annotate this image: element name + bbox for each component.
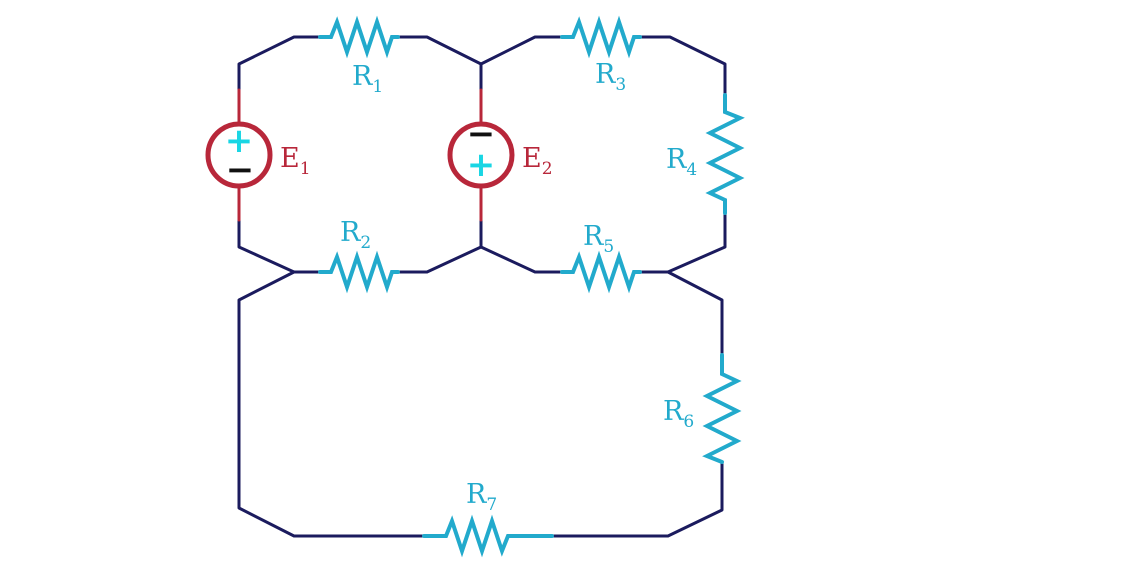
- e2-label: E2: [522, 143, 553, 179]
- r2-label: R2: [340, 217, 371, 253]
- e1-ring: [205, 121, 273, 189]
- source-leads: [237, 88, 483, 222]
- r7-label: R7: [466, 479, 497, 515]
- r6-symbol: [702, 353, 742, 464]
- wire-top-left: [237, 35, 322, 92]
- r5-label: R5: [583, 221, 614, 257]
- wire-mid-to-r5: [479, 245, 564, 274]
- r5-symbol: [560, 250, 642, 294]
- r4-label: R4: [666, 144, 697, 180]
- e2-ring: [447, 121, 515, 189]
- r1-label: R1: [352, 61, 383, 97]
- r1-symbol: [318, 15, 400, 59]
- e1-minus-sign: −: [226, 150, 255, 190]
- e2-minus-sign: −: [467, 114, 496, 154]
- wire-r2-to-mid: [396, 245, 483, 274]
- wire-r3-to-r4: [638, 35, 727, 97]
- e2-plus-sign: +: [467, 145, 496, 185]
- r6-label: R6: [663, 396, 694, 432]
- e1-plus-sign: +: [225, 121, 254, 161]
- r2-symbol: [318, 250, 400, 294]
- resistor-symbols: [318, 15, 745, 558]
- r7-symbol: [422, 514, 554, 558]
- wire-e1-to-r2: [237, 218, 322, 274]
- wire-r5-to-r4: [638, 211, 727, 274]
- wires: [237, 35, 727, 538]
- wire-node-to-r3: [479, 35, 564, 66]
- source-e1: + −: [205, 121, 273, 190]
- source-e2: − +: [447, 114, 515, 189]
- e1-label: E1: [280, 143, 311, 179]
- wire-cross-right: [666, 270, 724, 357]
- r3-symbol: [560, 15, 642, 59]
- r3-label: R3: [595, 59, 626, 95]
- labels: R1 R3 R2 R5 R4 R6 R7 E1 E2: [280, 59, 697, 515]
- wire-r6-to-r7: [550, 460, 724, 538]
- wire-cross-left: [237, 270, 426, 538]
- r4-symbol: [705, 93, 745, 215]
- wire-r1-to-node: [396, 35, 483, 66]
